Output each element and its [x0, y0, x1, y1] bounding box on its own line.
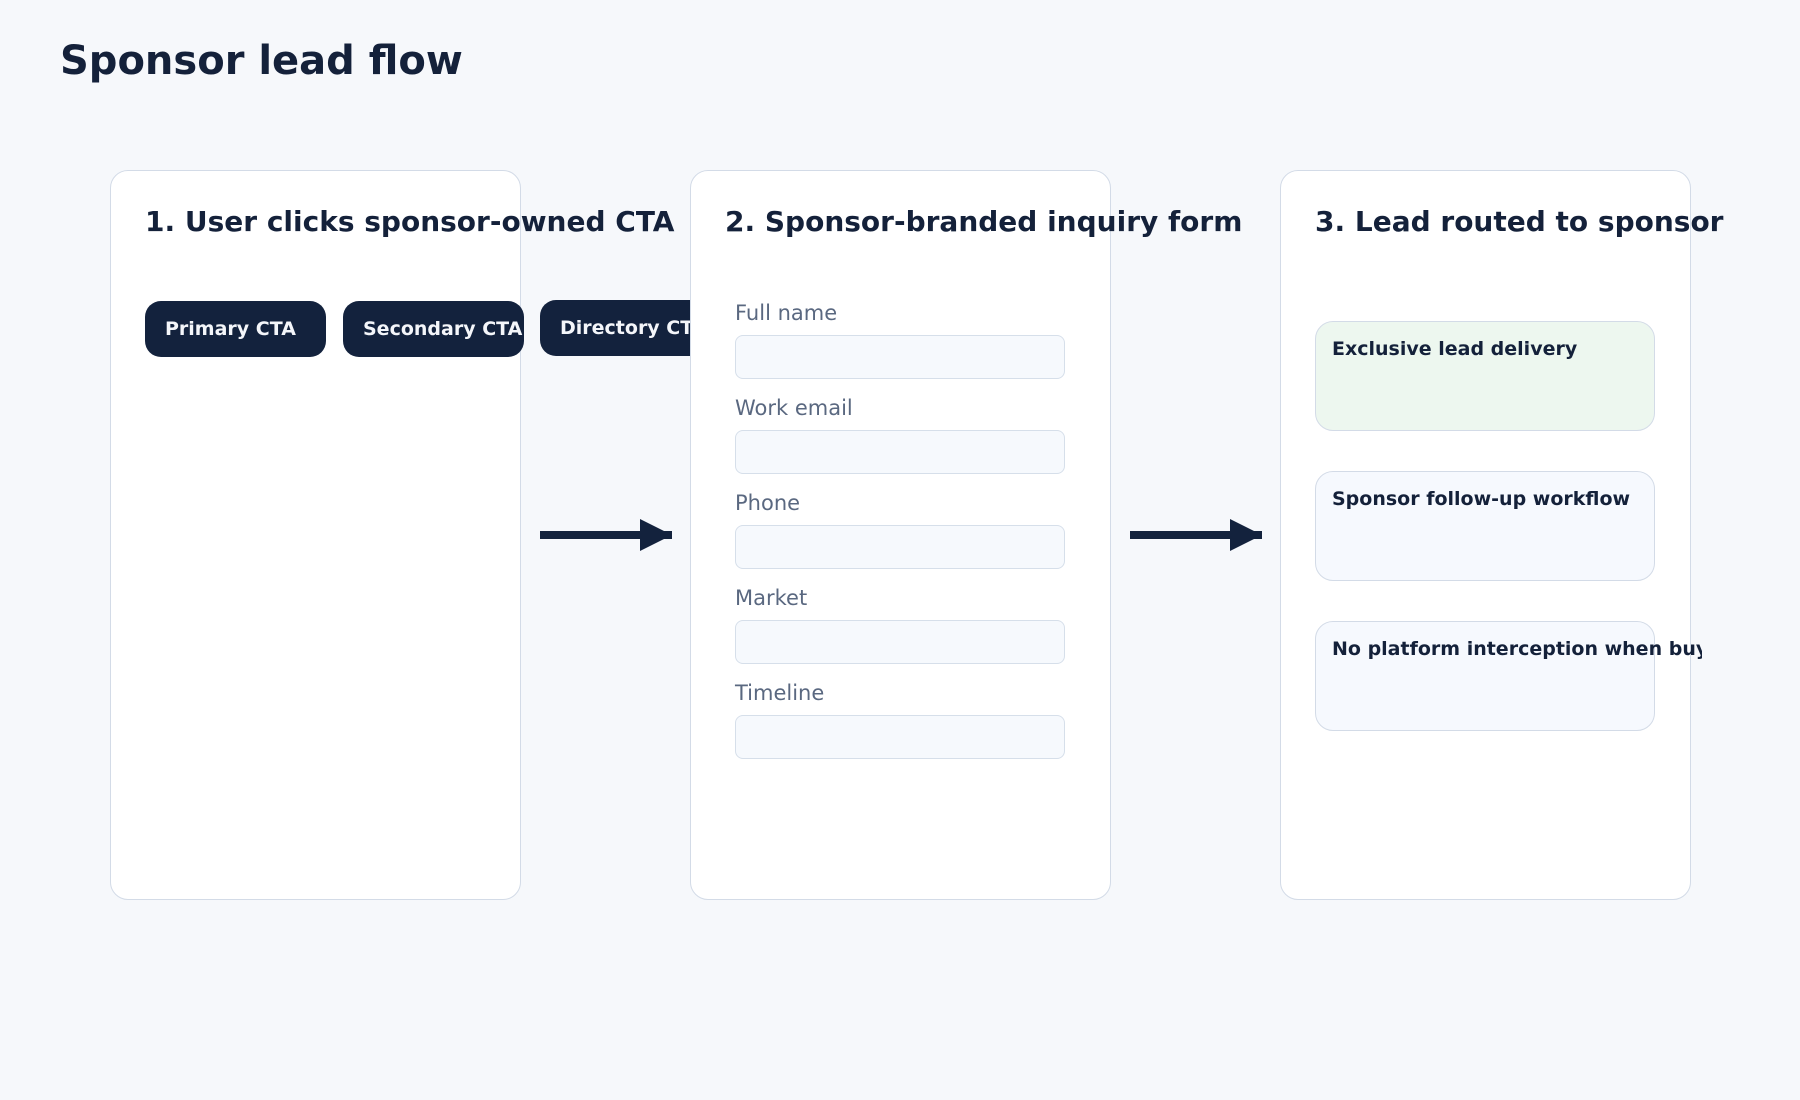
- phone-field[interactable]: [735, 525, 1065, 569]
- phone-label: Phone: [735, 491, 801, 515]
- timeline-label: Timeline: [735, 681, 825, 705]
- arrow-right-icon: [540, 519, 672, 551]
- sponsor-follow-up-label: Sponsor follow-up workflow: [1332, 488, 1631, 510]
- timeline-field[interactable]: [735, 715, 1065, 759]
- step-panel-cta: 1. User clicks sponsor-owned CTA Primary…: [110, 170, 674, 900]
- step-title-cta: 1. User clicks sponsor-owned CTA: [145, 205, 675, 238]
- exclusive-lead-delivery-label: Exclusive lead delivery: [1332, 338, 1578, 360]
- full-name-field[interactable]: [735, 335, 1065, 379]
- page-title: Sponsor lead flow: [60, 38, 463, 84]
- work-email-label: Work email: [735, 396, 853, 420]
- no-platform-interception-card: No platform interception when buyout is: [1315, 621, 1702, 731]
- sponsor-follow-up-card: Sponsor follow-up workflow: [1315, 471, 1655, 581]
- step-title-form: 2. Sponsor-branded inquiry form: [725, 205, 1243, 238]
- market-label: Market: [735, 586, 808, 610]
- exclusive-lead-delivery-card: Exclusive lead delivery: [1315, 321, 1655, 431]
- primary-cta-button[interactable]: Primary CTA: [145, 301, 326, 357]
- market-field[interactable]: [735, 620, 1065, 664]
- secondary-cta-button[interactable]: Secondary CTA: [343, 301, 524, 357]
- arrow-right-icon: [1130, 519, 1262, 551]
- full-name-label: Full name: [735, 301, 838, 325]
- no-platform-interception-label: No platform interception when buyout is: [1332, 638, 1702, 660]
- step-title-routing: 3. Lead routed to sponsor: [1315, 205, 1724, 238]
- step-panel-form: 2. Sponsor-branded inquiry form Full nam…: [690, 170, 1242, 900]
- step-panel-routing: 3. Lead routed to sponsor Exclusive lead…: [1280, 170, 1724, 900]
- work-email-field[interactable]: [735, 430, 1065, 474]
